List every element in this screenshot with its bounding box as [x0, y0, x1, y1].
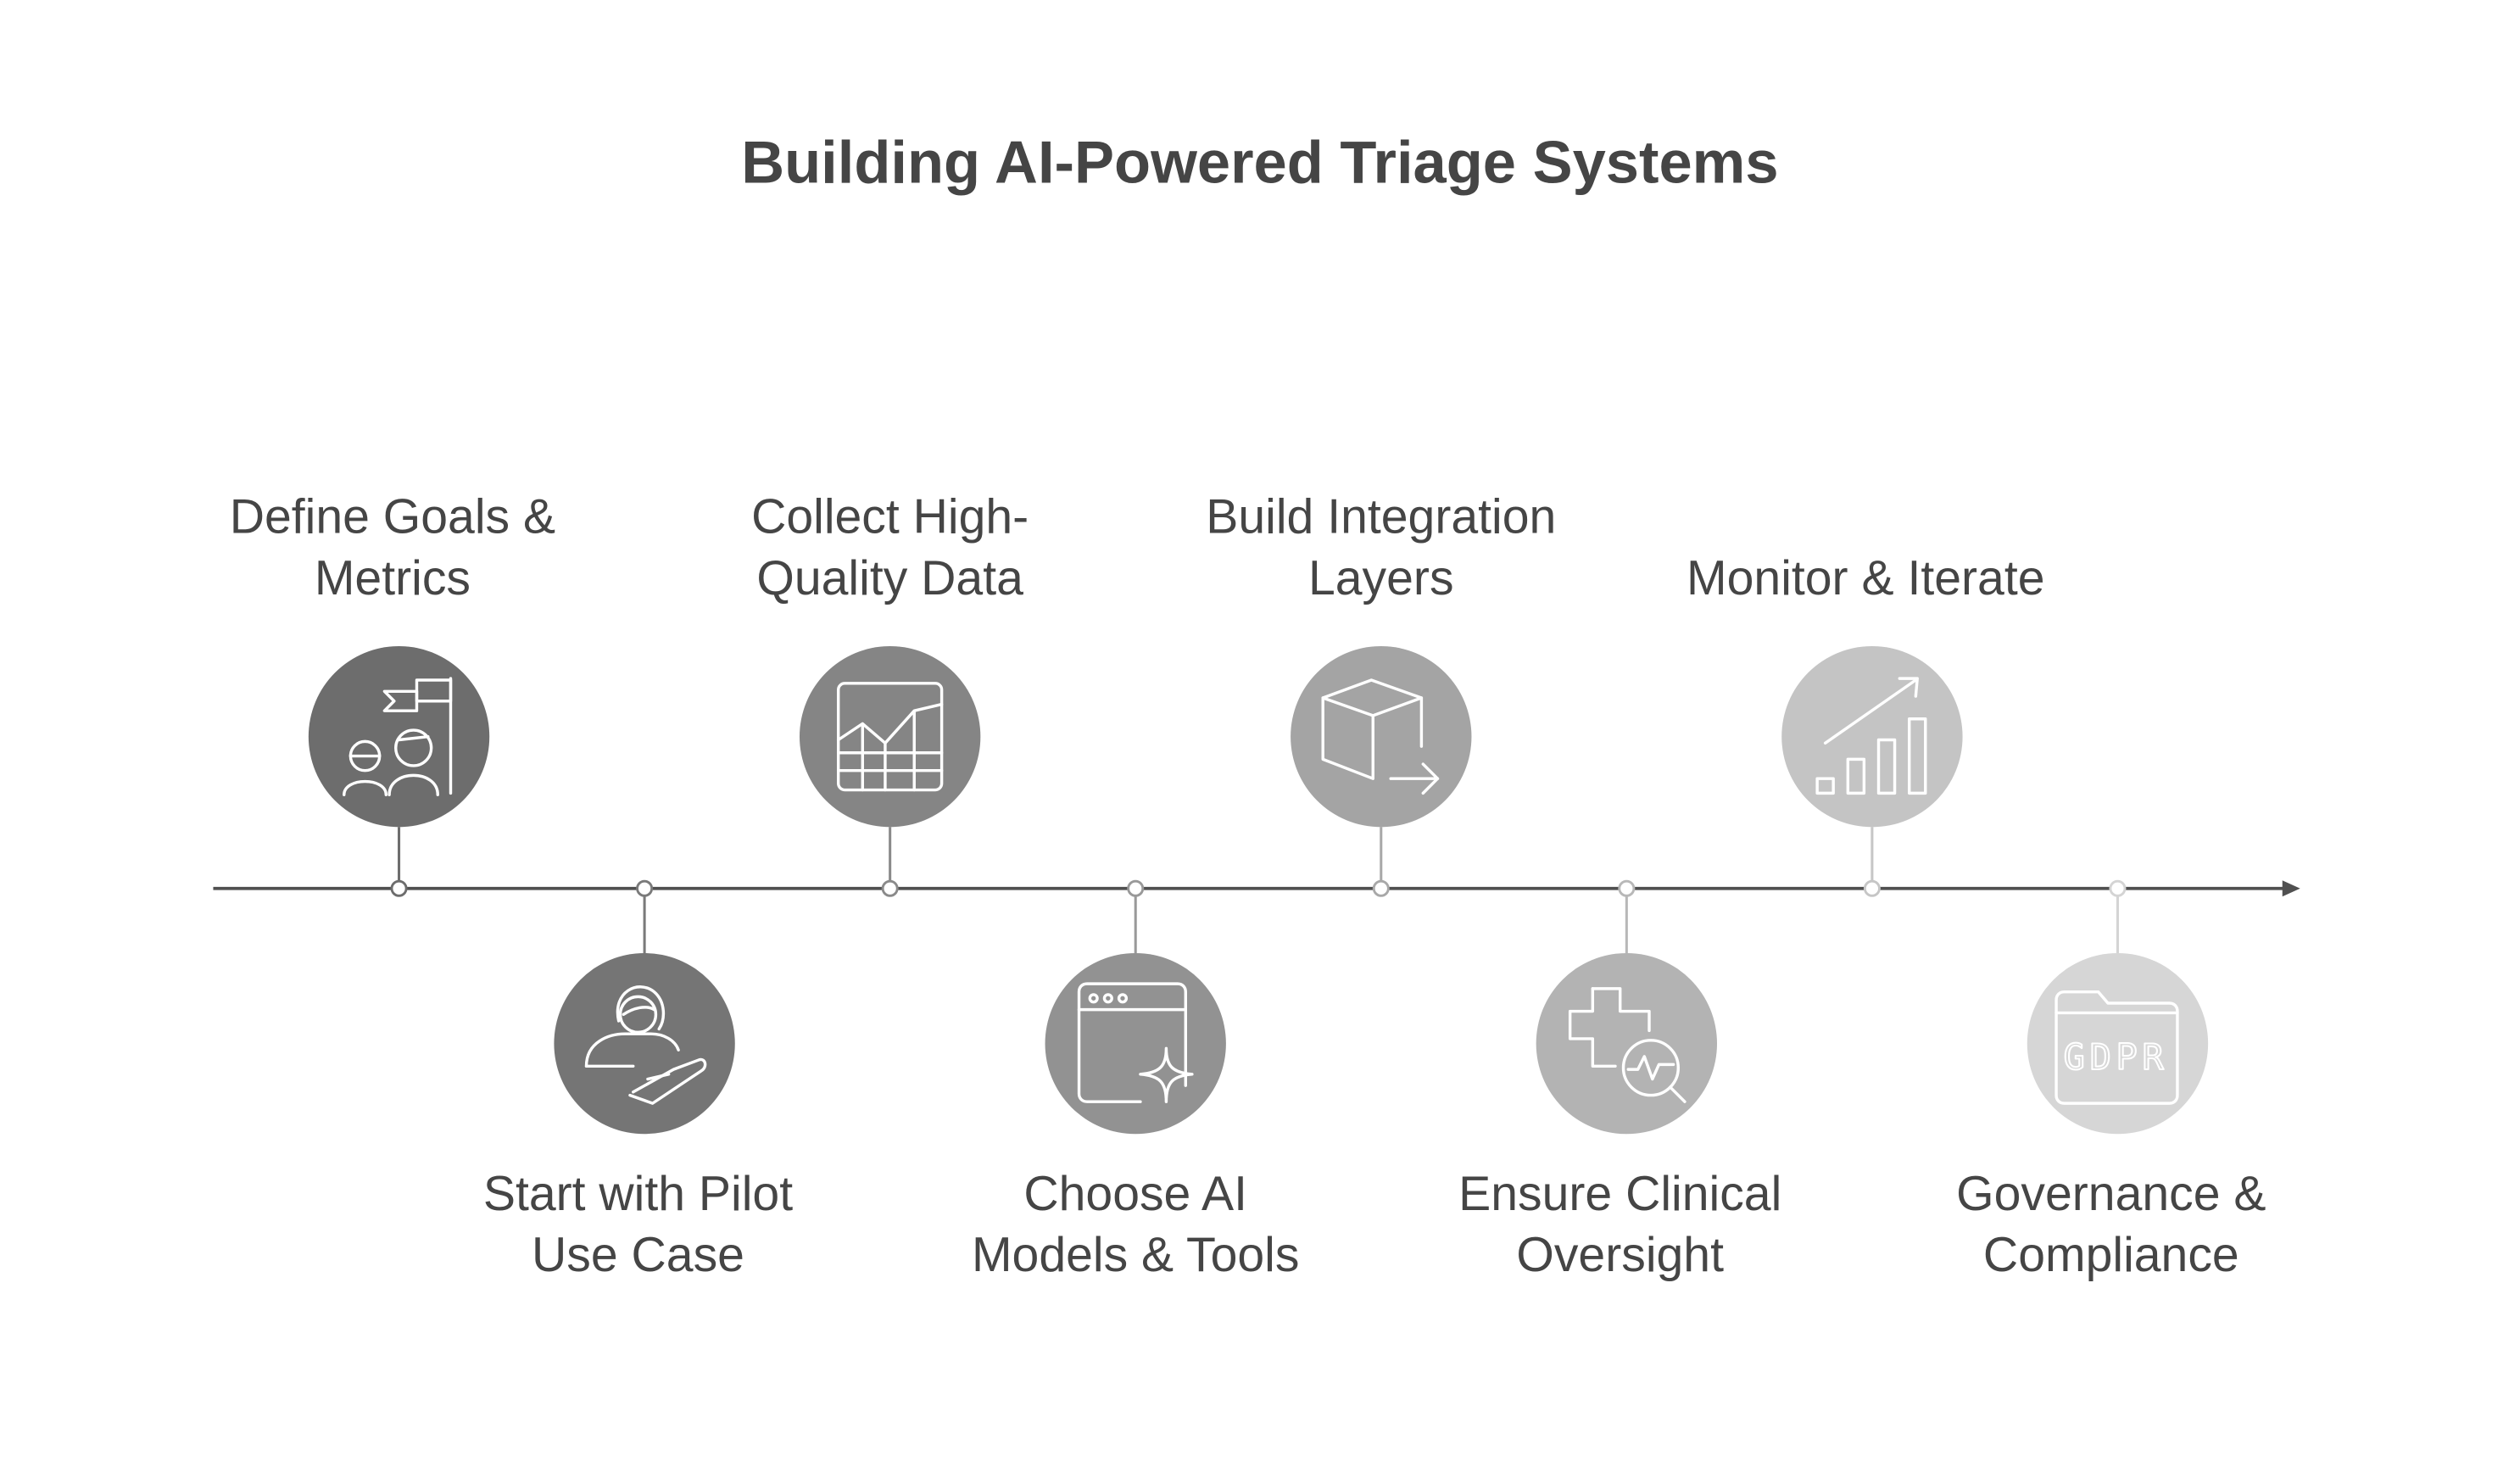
- step-circle-start-with-pilot-use-case: [554, 952, 735, 1135]
- step-label-integration-layers: Build Integration Layers: [1206, 491, 1557, 606]
- gdpr-folder-icon: GDPR: [2054, 990, 2179, 1105]
- step-label-pilot-use-case: Start with Pilot Use Case: [482, 1168, 794, 1283]
- step-circle-monitor-iterate: [1781, 646, 1963, 828]
- gdpr-icon-text: GDPR: [2064, 1036, 2169, 1078]
- timeline-node-choose-ai-models-tools: [1127, 879, 1145, 897]
- medical-cross-magnifier-icon: [1568, 987, 1687, 1103]
- step-label-collect-data: Collect High-Quality Data: [751, 491, 1029, 606]
- browser-sparkle-icon: [1077, 982, 1194, 1103]
- data-grid-chart-icon: [836, 682, 944, 792]
- page-title: Building AI-Powered Triage Systems: [741, 129, 1779, 196]
- timeline-arrowhead: [2282, 880, 2300, 897]
- step-circle-governance-compliance: [2027, 952, 2209, 1135]
- goals-team-flag-icon: [343, 677, 453, 796]
- person-hand-pilot-icon: [584, 985, 707, 1105]
- step-circle-choose-ai-models-tools: [1045, 952, 1226, 1135]
- timeline-node-governance-compliance: [2109, 879, 2127, 897]
- growth-bar-chart-icon: [1815, 677, 1927, 795]
- step-circle-ensure-clinical-oversight: [1536, 952, 1718, 1135]
- timeline-node-monitor-iterate: [1863, 879, 1881, 897]
- step-circle-build-integration-layers: [1291, 646, 1472, 828]
- step-label-governance: Governance & Compliance: [1956, 1168, 2266, 1283]
- timeline-node-collect-high-quality-data: [881, 879, 899, 897]
- step-label-clinical-oversight: Ensure Clinical Oversight: [1458, 1168, 1782, 1283]
- cube-arrow-icon: [1321, 678, 1440, 795]
- step-label-define-goals: Define Goals & Metrics: [229, 491, 556, 606]
- timeline-node-start-with-pilot-use-case: [636, 879, 654, 897]
- timeline-node-ensure-clinical-oversight: [1618, 879, 1636, 897]
- timeline-node-build-integration-layers: [1372, 879, 1390, 897]
- step-label-choose-models: Choose AI Models & Tools: [971, 1168, 1300, 1283]
- timeline-node-define-goals-metrics: [390, 879, 408, 897]
- step-label-monitor-iterate: Monitor & Iterate: [1687, 552, 2045, 606]
